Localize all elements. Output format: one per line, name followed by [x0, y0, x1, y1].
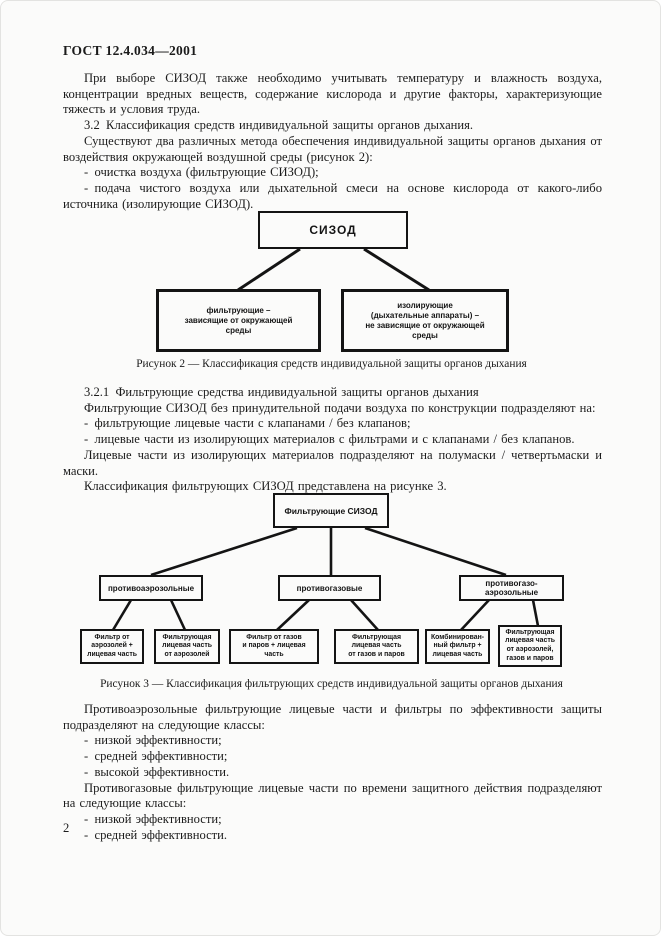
paragraph: Классификация фильтрующих СИЗОД представ… — [84, 479, 447, 494]
fig3-leaf-combined-filter-node: Комбинирован- ный фильтр + лицевая часть — [425, 629, 490, 664]
list-item: - низкой эффективности; — [84, 733, 222, 748]
text-section-3-2-1: 3.2.1 Фильтрующие средства индивидуально… — [63, 385, 602, 495]
fig2-root-node: СИЗОД — [258, 211, 408, 249]
list-item: - низкой эффективности; — [84, 811, 222, 826]
paragraph: Фильтрующие СИЗОД без принудительной под… — [84, 400, 596, 415]
fig2-isolating-node: изолирующие (дыхательные аппараты) – не … — [341, 289, 509, 352]
fig3-gas-aerosol-node: противогазо- аэрозольные — [459, 575, 564, 601]
list-item: - фильтрующие лицевые части с клапанами … — [84, 416, 411, 431]
list-item: - средней эффективности. — [84, 827, 228, 842]
list-item: - высокой эффективности. — [84, 764, 230, 779]
fig3-connector-lines — [111, 526, 540, 631]
figure2-caption: Рисунок 2 — Классификация средств индиви… — [136, 358, 527, 370]
fig3-root-node: Фильтрующие СИЗОД — [273, 493, 389, 528]
page-number: 2 — [63, 821, 70, 835]
fig3-leaf-filtering-facepiece-gas-node: Фильтрующая лицевая часть от газов и пар… — [334, 629, 419, 664]
text-section-classes: Противоаэрозольные фильтрующие лицевые ч… — [63, 702, 602, 843]
section-heading-3-2-1: 3.2.1 Фильтрующие средства индивидуально… — [84, 385, 479, 399]
paragraph: Лицевые части из изолирующих материалов … — [63, 447, 602, 478]
list-item: - лицевые части из изолирующих материало… — [84, 432, 575, 447]
text-section-intro: При выборе СИЗОД также необходимо учитыв… — [63, 71, 602, 212]
paragraph: При выборе СИЗОД также необходимо учитыв… — [63, 71, 602, 117]
fig3-anti-aerosol-node: противоаэрозольные — [99, 575, 203, 601]
figure2-diagram: СИЗОД фильтрующие – зависящие от окружаю… — [1, 206, 660, 358]
doc-number: ГОСТ 12.4.034—2001 — [63, 43, 198, 58]
paragraph: Существуют два различных метода обеспече… — [63, 133, 602, 164]
list-item: - очистка воздуха (фильтрующие СИЗОД); — [84, 165, 319, 180]
fig3-leaf-filtering-facepiece-combined-node: Фильтрующая лицевая часть от аэрозолей, … — [498, 625, 562, 667]
fig2-filtering-node: фильтрующие – зависящие от окружающей ср… — [156, 289, 321, 352]
figure3-diagram: Фильтрующие СИЗОД противоаэрозольные про… — [1, 487, 660, 677]
section-heading-3-2: 3.2 Классификация средств индивидуальной… — [84, 118, 474, 133]
paragraph: Противогазовые фильтрующие лицевые части… — [63, 780, 602, 811]
list-item: - подача чистого воздуха или дыхательной… — [63, 180, 602, 211]
fig3-leaf-gas-filter-node: Фильтр от газов и паров + лицевая часть — [229, 629, 319, 664]
fig3-leaf-filtering-facepiece-aerosol-node: Фильтрующая лицевая часть от аэрозолей — [154, 629, 220, 664]
fig2-connector-lines — [237, 247, 430, 292]
figure3-caption: Рисунок 3 — Классификация фильтрующих ср… — [100, 678, 563, 690]
fig3-anti-gas-node: противогазовые — [278, 575, 381, 601]
paragraph: Противоаэрозольные фильтрующие лицевые ч… — [63, 702, 602, 732]
list-item: - средней эффективности; — [84, 749, 228, 764]
fig3-leaf-aerosol-filter-node: Фильтр от аэрозолей + лицевая часть — [80, 629, 144, 664]
